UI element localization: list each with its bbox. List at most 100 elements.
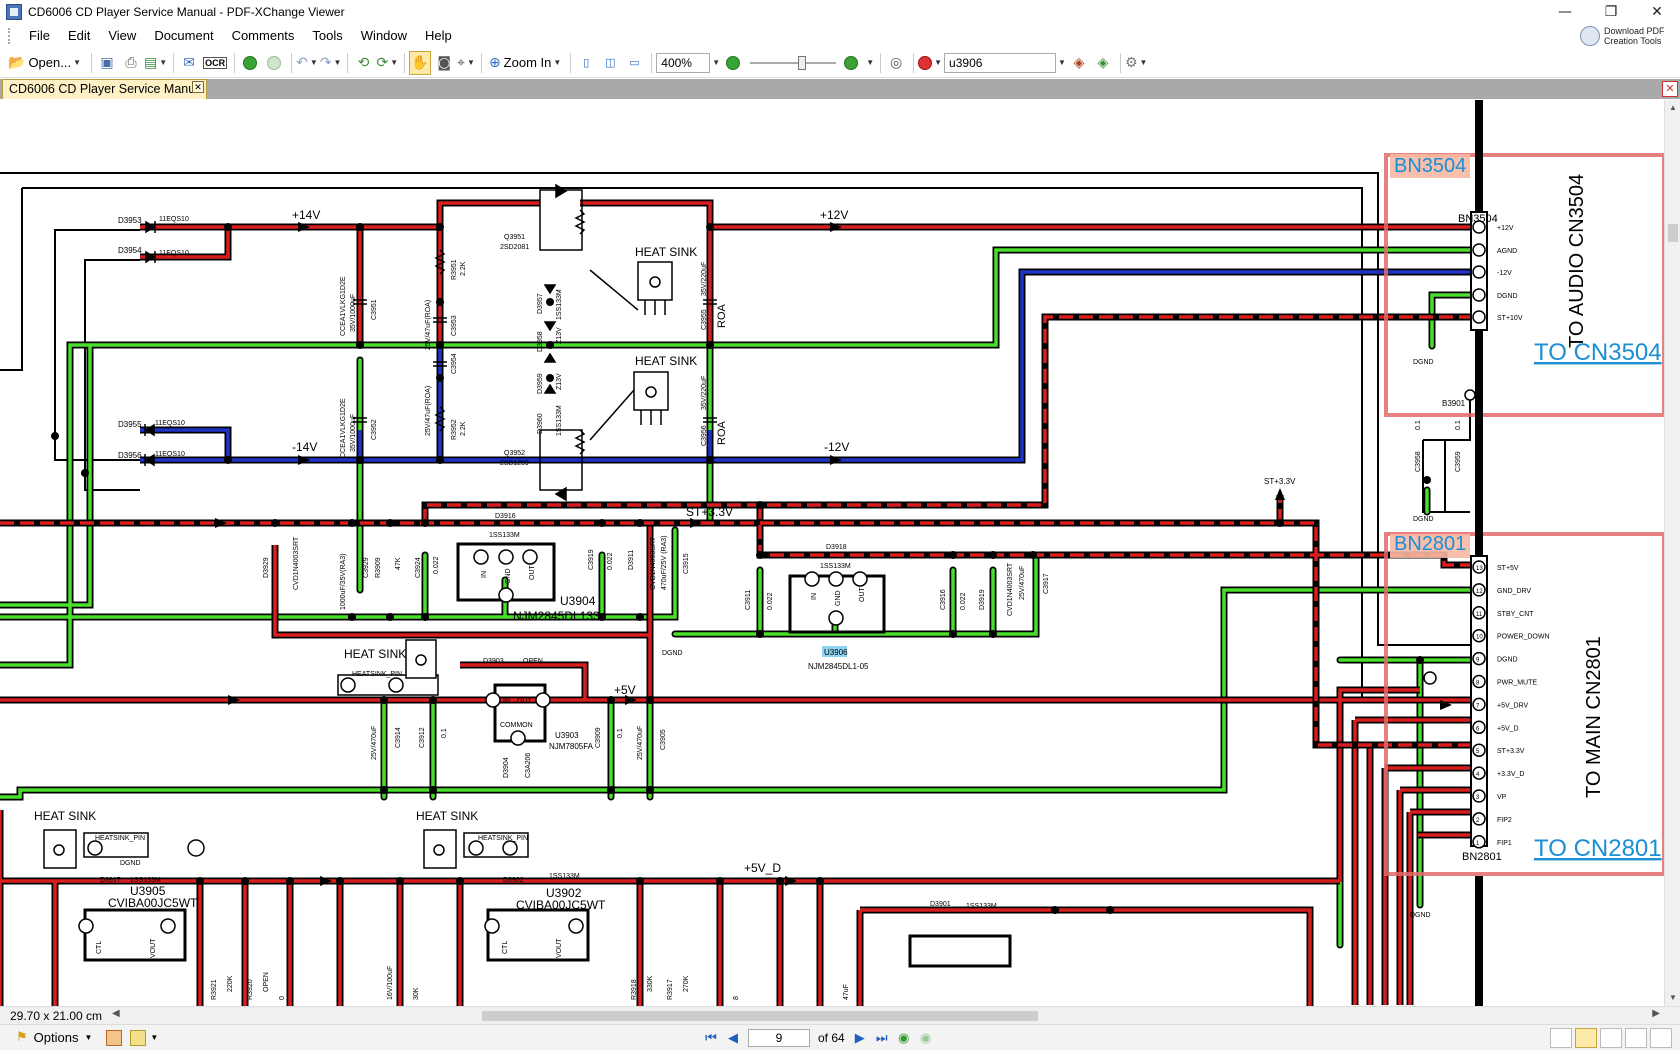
find-button[interactable]: ▼	[918, 51, 942, 75]
r3918-value-label: 330K	[647, 975, 654, 992]
vertical-scrollbar[interactable]: ▲ ▼	[1664, 100, 1680, 1006]
bn2801-pin	[1472, 674, 1486, 689]
bn2801-pin-labels: ST+5VGND_DRVSTBY_CNTPOWER_DOWNDGNDPWR_MU…	[1497, 565, 1550, 847]
d3917-label: D3917	[100, 877, 121, 884]
scroll-up-arrow-icon[interactable]: ▲	[1669, 103, 1677, 112]
u3902-part-label: CVIBA00JC5WT	[516, 898, 606, 912]
menu-file[interactable]: File	[29, 28, 50, 43]
horizontal-scroll-thumb[interactable]	[482, 1011, 1038, 1021]
bn3504-link[interactable]: TO CN3504	[1534, 339, 1662, 366]
save-button[interactable]: ▣	[96, 51, 118, 75]
previous-page-button[interactable]: ◀	[728, 1030, 738, 1046]
redo-button[interactable]: ↷▼	[320, 51, 342, 75]
c3924-label: C3924	[415, 557, 422, 578]
comments-panel-icon[interactable]	[130, 1029, 147, 1046]
bn3504-pin-label: AGND	[1497, 248, 1517, 255]
d3903-part-label: OPEN	[523, 658, 543, 665]
undo-button[interactable]: ↶▼	[296, 51, 318, 75]
r3951-value-label: 2.2K	[460, 261, 467, 276]
d3957-part-label: 1SS133M	[556, 289, 563, 320]
hand-tool-button[interactable]: ✋	[409, 50, 432, 75]
chevron-down-icon: ▼	[1139, 58, 1148, 67]
zoom-in-tool-button[interactable]: ⊕ Zoom In ▼	[486, 51, 564, 75]
options-button[interactable]: ⚑ Options ▼ ▼	[16, 1029, 159, 1046]
scroll-left-arrow-icon[interactable]: ◀	[112, 1008, 120, 1019]
search-input[interactable]: u3906	[944, 52, 1057, 73]
fit-page-button[interactable]: ◫	[599, 51, 621, 75]
actual-size-button[interactable]: ▯	[575, 51, 597, 75]
bn3504-pin-label: ST+10V	[1497, 315, 1523, 322]
menu-view[interactable]: View	[108, 28, 137, 43]
history-back-button[interactable]: ◉	[898, 1030, 910, 1046]
document-tab[interactable]: CD6006 CD Player Service Manual ✕	[2, 79, 207, 99]
bn2801-pin-label: VP	[1497, 794, 1507, 801]
zoom-options-button[interactable]: ▼	[864, 51, 874, 75]
find-next-button[interactable]: ◈	[1092, 51, 1114, 75]
history-forward-button[interactable]: ◉	[920, 1030, 932, 1046]
menu-tools[interactable]: Tools	[312, 28, 343, 43]
rotate-right-button[interactable]: ⟳▼	[376, 51, 398, 75]
u3903-pin-in: IN	[503, 698, 510, 705]
scroll-right-arrow-icon[interactable]: ▶	[1652, 1008, 1660, 1019]
d3956-part-label: 11EQS10	[155, 451, 185, 458]
bn2801-pin-number: 5	[1476, 749, 1480, 755]
fit-page-icon: ◫	[605, 55, 616, 69]
chevron-down-icon: ▼	[150, 1033, 159, 1042]
rotate-left-button[interactable]: ⟲	[352, 51, 374, 75]
document-tab-title: CD6006 CD Player Service Manual	[9, 82, 205, 96]
page-number-input[interactable]: 9	[748, 1029, 810, 1047]
bn3504-title: TO AUDIO CN3504	[1566, 174, 1588, 348]
scan-button[interactable]: ▤▼	[144, 51, 167, 75]
find-previous-button[interactable]: ◈	[1068, 51, 1090, 75]
bn2801-link[interactable]: TO CN2801	[1534, 835, 1662, 862]
toolbar-separator	[880, 52, 882, 73]
close-document-button[interactable]: ✕	[1662, 81, 1678, 97]
search-dropdown-button[interactable]: ▼	[1056, 51, 1066, 75]
zoom-in-button[interactable]	[840, 51, 862, 75]
forward-button[interactable]	[263, 51, 285, 75]
print-button[interactable]: ⎙	[120, 51, 142, 75]
email-button[interactable]: ✉	[178, 51, 200, 75]
minimize-button[interactable]: —	[1558, 4, 1572, 20]
zoom-out-button[interactable]	[722, 51, 744, 75]
bn2801-pin	[1472, 651, 1486, 666]
document-view[interactable]: +14V +12V -14V -12V ST+3.3V ST+3.3V +5V …	[0, 100, 1664, 1006]
menu-comments[interactable]: Comments	[231, 28, 295, 43]
last-page-button[interactable]: ⏭	[875, 1030, 888, 1046]
fit-width-button[interactable]: ▭	[623, 51, 645, 75]
status-bar: ⚑ Options ▼ ▼ ⏮ ◀ 9 of 64 ▶ ⏭ ◉ ◉	[0, 1024, 1680, 1050]
back-button[interactable]	[239, 51, 261, 75]
menu-window[interactable]: Window	[360, 28, 408, 43]
heat-sink-label-5: HEAT SINK	[416, 809, 478, 823]
snapshot-button[interactable]: ◙	[433, 51, 455, 75]
open-button[interactable]: 📂 Open... ▼	[4, 51, 85, 75]
highlighter-button[interactable]	[1650, 1028, 1672, 1048]
close-window-button[interactable]: ✕	[1651, 4, 1663, 20]
vertical-scroll-thumb[interactable]	[1668, 224, 1678, 242]
continuous-facing-view-button[interactable]	[1625, 1028, 1647, 1048]
first-page-button[interactable]: ⏮	[705, 1030, 717, 1046]
u3906-pin-out: OUT	[859, 587, 866, 603]
select-tool-button[interactable]: ⌖▼	[457, 51, 475, 75]
download-pdf-tools-button[interactable]: Download PDF Creation Tools	[1580, 24, 1670, 48]
zoom-level-input[interactable]: 400%	[656, 52, 711, 73]
menu-help[interactable]: Help	[425, 28, 452, 43]
single-page-view-button[interactable]	[1550, 1028, 1572, 1048]
red-positive-nets	[0, 199, 1472, 1006]
continuous-view-button[interactable]	[1575, 1028, 1597, 1048]
next-page-button[interactable]: ▶	[854, 1030, 865, 1046]
facing-view-button[interactable]	[1600, 1028, 1622, 1048]
ocr-button[interactable]: OCR	[202, 51, 228, 75]
menu-document[interactable]: Document	[154, 28, 214, 43]
customize-toolbar-button[interactable]: ⚙▼	[1125, 51, 1147, 75]
restore-button[interactable]: ❐	[1604, 4, 1618, 20]
zoom-slider[interactable]	[750, 55, 837, 70]
rail-st33v-label: ST+3.3V	[686, 505, 733, 519]
scroll-down-arrow-icon[interactable]: ▼	[1669, 993, 1677, 1002]
zoom-slider-handle[interactable]	[798, 55, 807, 70]
view-button[interactable]: ◎	[885, 51, 907, 75]
pages-panel-icon[interactable]	[106, 1029, 123, 1046]
menu-edit[interactable]: Edit	[67, 28, 91, 43]
tab-close-icon[interactable]: ✕	[192, 81, 204, 93]
zoom-dropdown-button[interactable]: ▼	[710, 51, 720, 75]
